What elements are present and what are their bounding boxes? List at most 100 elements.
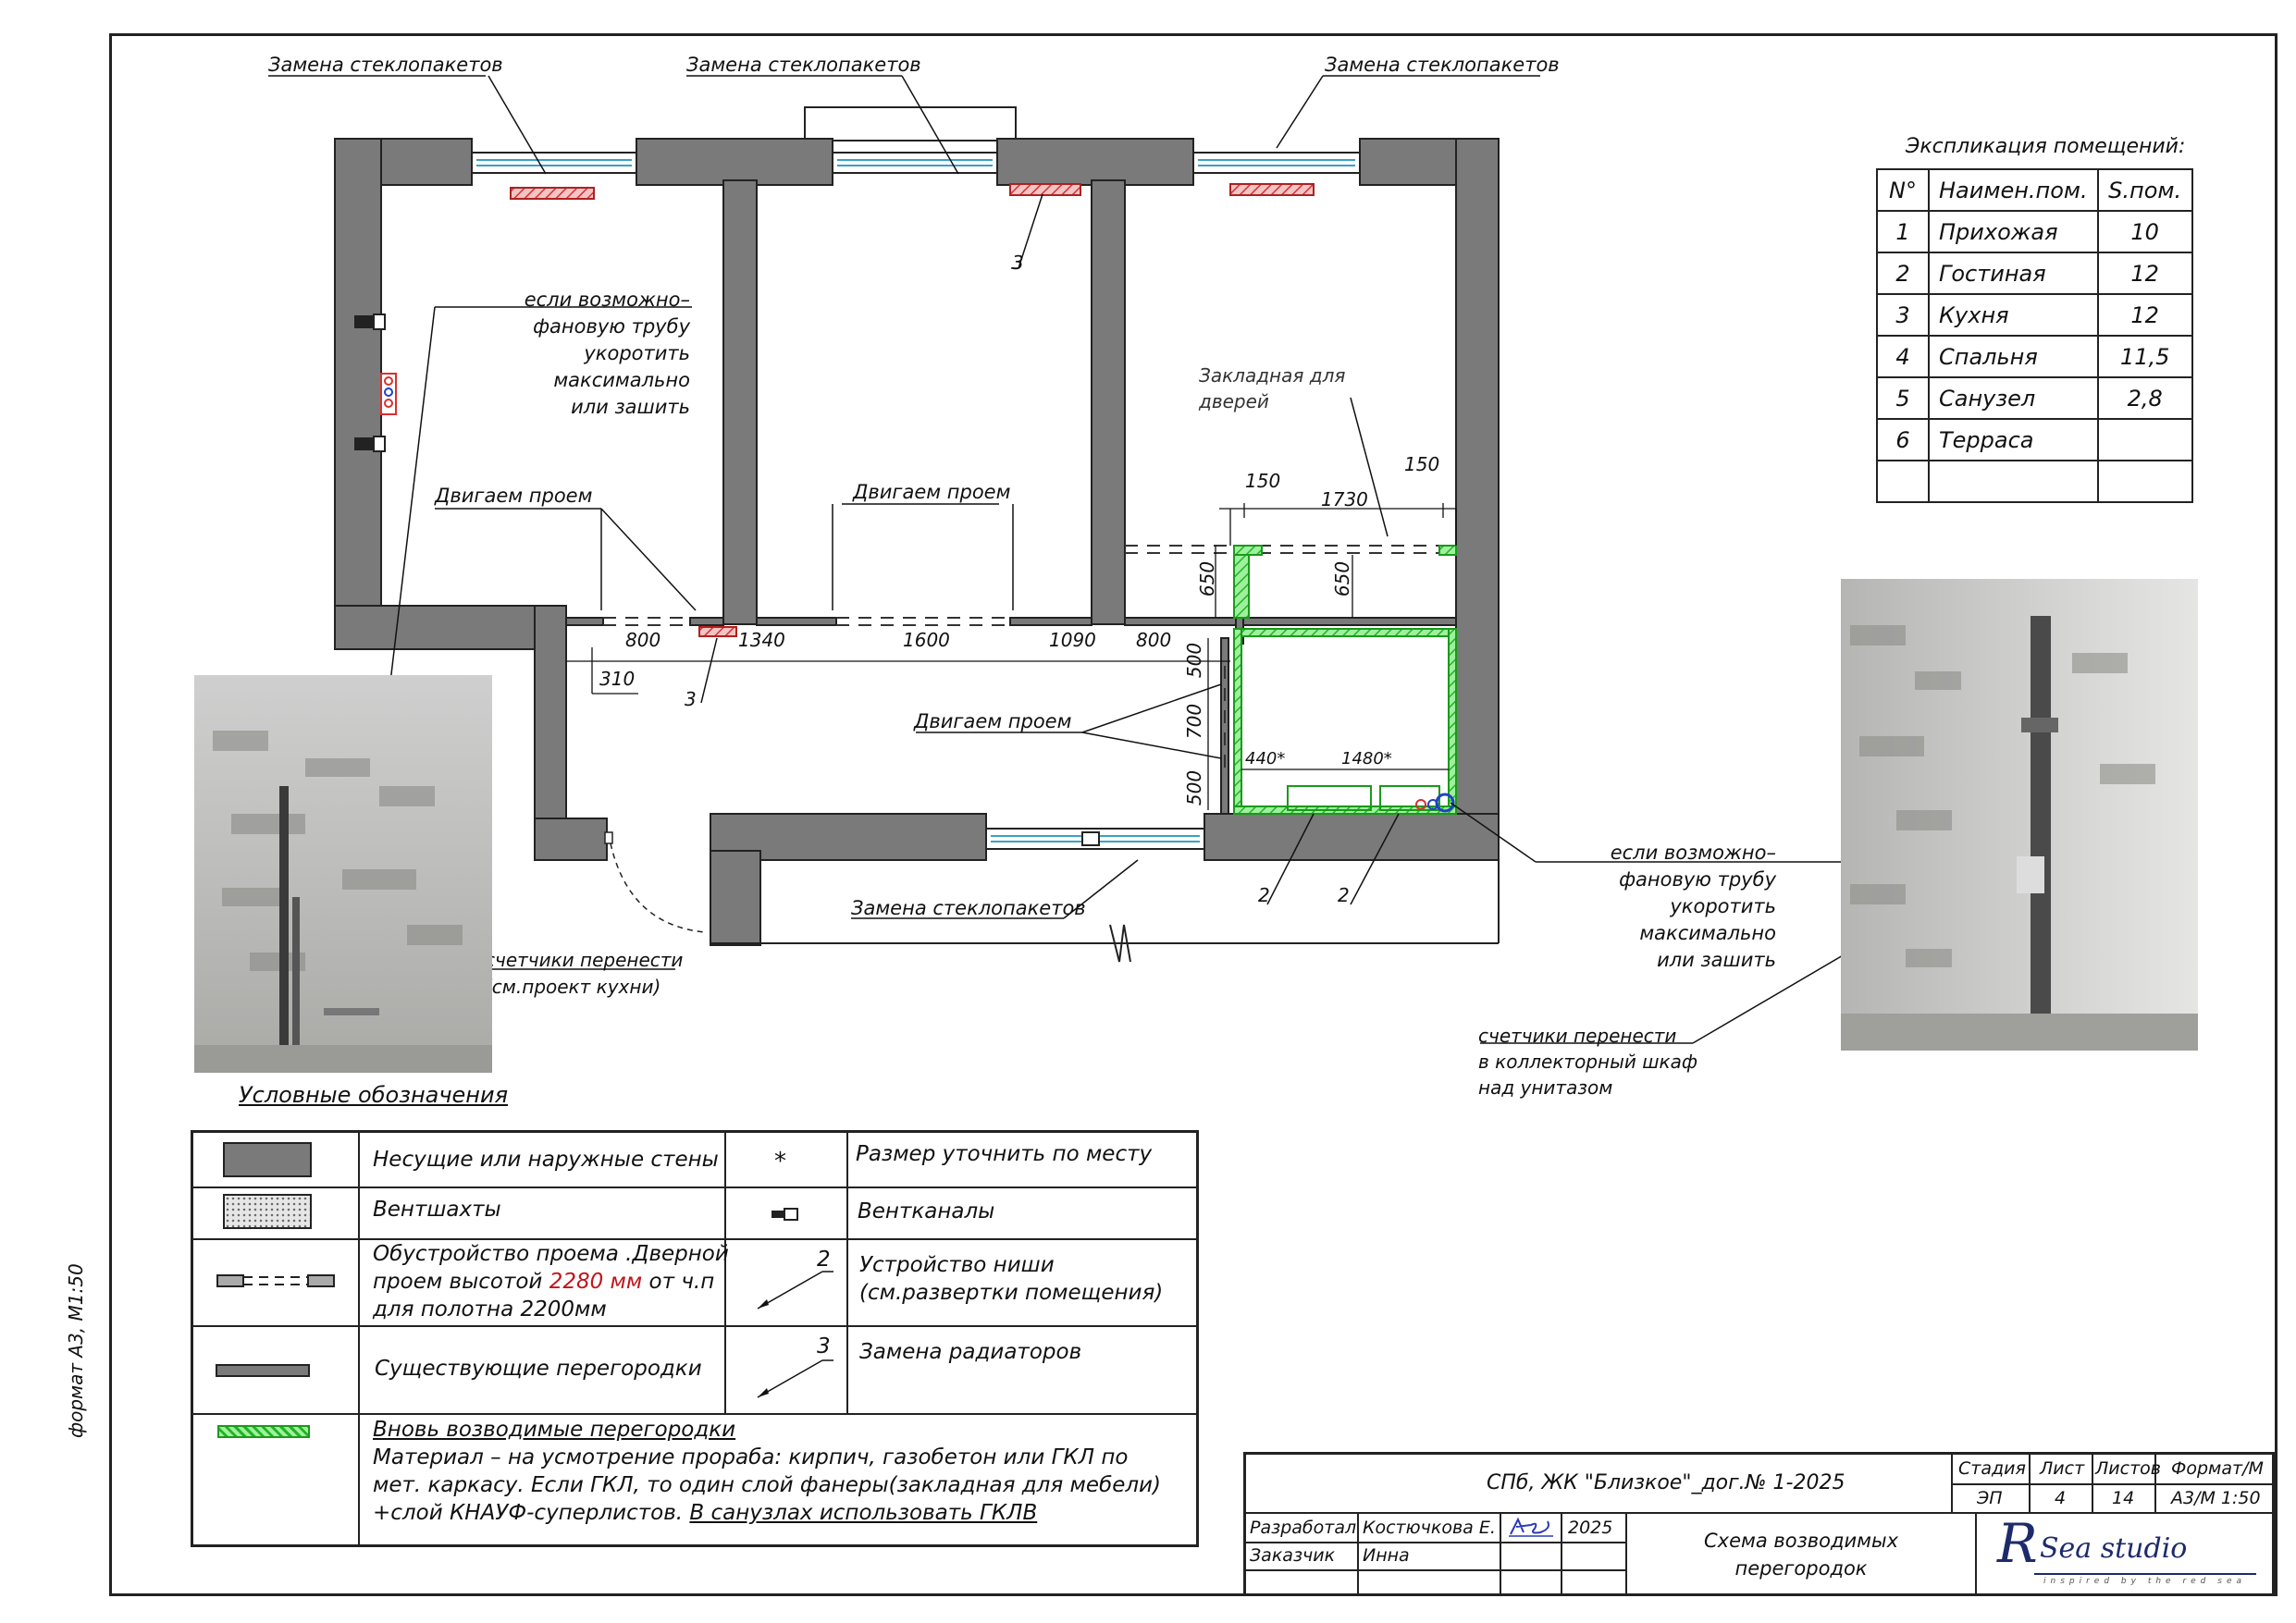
marker-3-top: 3 [1012,252,1024,274]
entrance-door [604,831,706,933]
meters-note-left: счетчики перенести (см.проект кухни) [485,949,684,998]
sheets-value: 14 [2112,1488,2135,1508]
move-opening-label-1: Двигаем проем [435,485,593,507]
window-label-3: Замена стеклопакетов [1325,54,1560,76]
door-openings [603,545,1456,768]
niche-marker-number: 2 [817,1248,831,1272]
project-name: СПб, ЖК "Близкое"_дог.№ 1-2025 [1487,1471,1845,1494]
move-opening-label-3: Двигаем проем [914,710,1072,732]
table-row: 3 Кухня 12 [1876,293,2193,337]
window-label-2: Замена стеклопакетов [686,54,921,76]
dim-150-right: 150 [1404,453,1440,475]
star-symbol: * [774,1148,786,1175]
legend-niche: Устройство ниши (см.развертки помещения) [859,1253,1164,1305]
dim-150-left: 150 [1245,470,1281,492]
marker-2-right: 2 [1338,884,1350,906]
developed-label: Разработал [1250,1518,1357,1538]
format-header: Формат/М [2171,1458,2264,1479]
leader-lines [268,75,1888,1044]
customer-name: Инна [1363,1545,1410,1566]
balcony-outline [804,106,1017,141]
header-no: N° [1876,168,1930,212]
dim-500-bottom: 500 [1183,769,1206,806]
new-partitions [1233,545,1457,815]
bearing-walls [334,138,1500,946]
legend-divider [846,1133,848,1413]
drawing-frame [109,33,2277,1596]
tb-divider [1951,1455,1953,1512]
tb-divider [1246,1569,1625,1571]
tb-divider [1246,1512,2275,1514]
table-row: 6 Терраса [1876,418,2193,461]
note-fan-pipe-right: если возможно– фановую трубу укоротить м… [1610,842,1776,971]
legend-vent-shafts: Вентшахты [373,1198,501,1222]
terrace [710,860,1500,963]
dim-700: 700 [1183,703,1206,740]
developer-name: Костючкова Е. [1363,1518,1496,1538]
legend-divider [724,1133,726,1413]
window-label-4: Замена стеклопакетов [851,897,1086,919]
sheets-header: Листов [2095,1458,2161,1479]
legend-bearing-walls: Несущие или наружные стены [373,1148,719,1172]
legend-new-partitions: Вновь возводимые перегородки Материал – … [373,1418,1161,1525]
header-area: S.пом. [2096,168,2193,212]
dim-310: 310 [599,668,636,690]
vent-shaft-swatch [223,1194,312,1229]
dim-1480: 1480* [1341,749,1392,768]
radiator-marker-icon [757,1359,833,1398]
legend-vent-channels: Вентканалы [858,1199,995,1223]
signature [1509,1517,1553,1537]
table-header-row: N° Наимен.пом. S.пом. [1876,168,2193,212]
dimension-lines [566,503,1457,810]
radiator-marker-number: 3 [817,1334,831,1359]
left-wall-risers [354,314,397,452]
sheet-header: Лист [2040,1458,2085,1479]
tb-divider [1951,1483,2275,1485]
existing-partitions [565,617,1457,815]
tb-divider [2154,1455,2156,1512]
dim-650-left: 650 [1196,560,1219,597]
logo-letter: R [1997,1512,2038,1575]
explication-title: Экспликация помещений: [1906,135,2186,158]
window-label-1: Замена стеклопакетов [268,54,503,76]
stage-header: Стадия [1958,1458,2026,1479]
dim-800-right: 800 [1136,629,1172,651]
dim-650-right: 650 [1331,560,1354,597]
legend-title: Условные обозначения [239,1082,509,1108]
title-block: СПб, ЖК "Близкое"_дог.№ 1-2025 Стадия Ли… [1243,1452,2275,1596]
dim-1600: 1600 [903,629,950,651]
logo-wordmark: Sea studio [2040,1532,2188,1565]
table-row [1876,460,2193,503]
sheet-title: Схема возводимых перегородок [1703,1530,1899,1580]
tb-divider [1975,1512,1977,1595]
legend-existing-partitions: Существующие перегородки [375,1357,702,1381]
legend-radiators: Замена радиаторов [859,1340,1082,1364]
vent-channel-icon [772,1208,798,1221]
dim-1730: 1730 [1321,488,1368,510]
photo-right-bathroom [1841,579,2198,1051]
company-logo: R Sea studio inspired by the red sea [1992,1512,2269,1593]
explication-table: N° Наимен.пом. S.пом. 1 Прихожая 10 2 Го… [1876,168,2193,503]
meters-note-right: счетчики перенести в коллекторный шкаф н… [1478,1025,1697,1099]
radiators [510,183,1315,637]
tb-divider [1246,1542,1625,1543]
tb-divider [1500,1512,1501,1595]
legend-box: Несущие или наружные стены Вентшахты Обу… [191,1130,1199,1547]
photo-left-room [194,675,492,1073]
table-row: 2 Гостиная 12 [1876,252,2193,295]
tb-divider [1625,1512,1627,1595]
note-fan-pipe-left: если возможно– фановую трубу укоротить м… [524,289,690,418]
dim-1340: 1340 [738,629,785,651]
header-name: Наимен.пом. [1928,168,2099,212]
marker-3-bottom: 3 [685,688,697,710]
windows [471,152,1361,850]
table-row: 4 Спальня 11,5 [1876,335,2193,378]
marker-2-left: 2 [1258,884,1270,906]
legend-divider [193,1413,1199,1415]
legend-divider [193,1187,1199,1188]
legend-size-on-site: Размер уточнить по месту [856,1142,1153,1166]
tb-divider [1561,1512,1562,1595]
stage-value: ЭП [1977,1488,2003,1508]
format-value: А3/М 1:50 [2171,1488,2261,1508]
